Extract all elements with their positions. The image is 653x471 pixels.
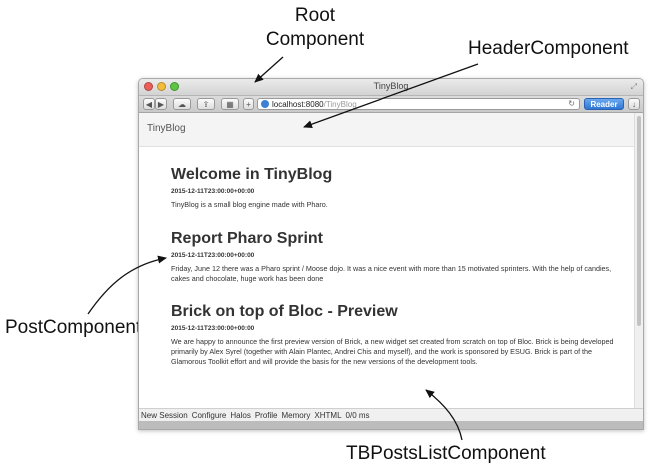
back-arrow-icon: ◀ [145, 99, 153, 109]
icloud-tabs-button[interactable]: ☁ [173, 98, 191, 110]
post-component: Brick on top of Bloc - Preview 2015-12-1… [171, 302, 623, 367]
footer-configure[interactable]: Configure [191, 410, 227, 420]
add-bookmark-button[interactable]: + [243, 98, 254, 110]
reload-icon[interactable]: ↻ [568, 99, 575, 108]
browser-window: TinyBlog ⤢ ◀ ▶ ☁ ⇪ ▦ + localhost:8080 /T… [138, 78, 644, 430]
scrollbar-thumb[interactable] [637, 116, 641, 326]
reader-button[interactable]: Reader [584, 98, 624, 110]
address-bar[interactable]: localhost:8080 /TinyBlog ↻ [257, 98, 580, 110]
header-component: TinyBlog [139, 113, 635, 147]
share-icon: ⇪ [202, 99, 210, 109]
callout-posts-list-component: TBPostsListComponent [346, 443, 546, 464]
plus-icon: + [246, 99, 251, 109]
callout-post-component: PostComponent [5, 317, 142, 338]
footer-xhtml[interactable]: XHTML [314, 410, 342, 420]
post-date: 2015-12-11T23:00:00+00:00 [171, 325, 255, 332]
post-component: Welcome in TinyBlog 2015-12-11T23:00:00+… [171, 165, 623, 210]
forward-arrow-icon: ▶ [157, 99, 165, 109]
callout-root-component: Root Component [265, 5, 365, 50]
post-body: TinyBlog is a small blog engine made wit… [171, 200, 328, 209]
page-scrollbar[interactable] [634, 113, 643, 411]
browser-toolbar: ◀ ▶ ☁ ⇪ ▦ + localhost:8080 /TinyBlog ↻ R… [139, 96, 643, 113]
title-bar: TinyBlog ⤢ [139, 79, 643, 96]
downloads-button[interactable]: ↓ [628, 98, 640, 110]
back-button[interactable]: ◀ [143, 98, 155, 110]
post-body: We are happy to announce the first previ… [171, 337, 614, 366]
posts-list-component: Welcome in TinyBlog 2015-12-11T23:00:00+… [139, 147, 635, 409]
seaside-toolbar: New Session Configure Halos Profile Memo… [139, 408, 643, 421]
post-title[interactable]: Welcome in TinyBlog [171, 166, 333, 183]
post-title[interactable]: Brick on top of Bloc - Preview [171, 303, 398, 320]
app-brand[interactable]: TinyBlog [147, 123, 186, 134]
window-title: TinyBlog [373, 81, 409, 91]
footer-memory[interactable]: Memory [281, 410, 311, 420]
post-body: Friday, June 12 there was a Pharo sprint… [171, 264, 612, 283]
post-date: 2015-12-11T23:00:00+00:00 [171, 252, 255, 259]
minimize-window-button[interactable] [157, 82, 166, 91]
post-date: 2015-12-11T23:00:00+00:00 [171, 188, 255, 195]
post-component: Report Pharo Sprint 2015-12-11T23:00:00+… [171, 229, 623, 284]
fullscreen-icon[interactable]: ⤢ [630, 82, 637, 91]
top-sites-button[interactable]: ▦ [221, 98, 239, 110]
url-host: localhost:8080 [272, 99, 324, 109]
close-window-button[interactable] [144, 82, 153, 91]
footer-profile[interactable]: Profile [254, 410, 278, 420]
forward-button[interactable]: ▶ [155, 98, 167, 110]
footer-timing: 0/0 ms [345, 410, 370, 420]
grid-icon: ▦ [226, 99, 234, 109]
url-path: /TinyBlog [323, 99, 357, 109]
share-button[interactable]: ⇪ [197, 98, 215, 110]
window-bottom-strip [139, 421, 643, 429]
zoom-window-button[interactable] [170, 82, 179, 91]
callout-header-component: HeaderComponent [468, 38, 629, 59]
globe-icon [261, 100, 269, 108]
post-title[interactable]: Report Pharo Sprint [171, 230, 324, 247]
cloud-icon: ☁ [178, 99, 186, 109]
footer-new-session[interactable]: New Session [141, 410, 188, 420]
download-icon: ↓ [632, 99, 636, 109]
footer-halos[interactable]: Halos [230, 410, 251, 420]
